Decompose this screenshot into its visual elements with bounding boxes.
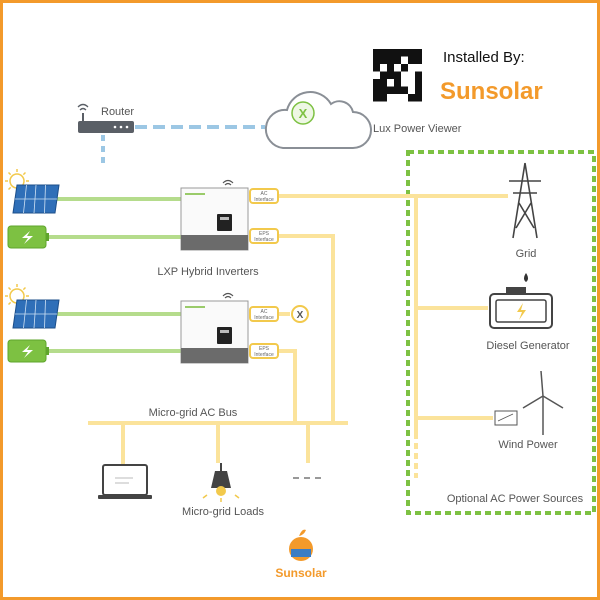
svg-text:Sunsolar: Sunsolar (440, 78, 543, 105)
dc-wiring (48, 197, 181, 353)
inverters-label: LXP Hybrid Inverters (157, 266, 259, 278)
battery-icon (7, 225, 49, 249)
laptop-icon (98, 464, 152, 499)
lux-logo-icon: X (299, 106, 308, 121)
qr-code-icon[interactable] (373, 49, 422, 102)
ac-bus-label: Micro-grid AC Bus (149, 407, 238, 419)
svg-text:Sunsolar: Sunsolar (275, 566, 327, 580)
svg-text:EPS: EPS (259, 346, 270, 352)
svg-text:Interface: Interface (254, 237, 274, 243)
svg-text:X: X (297, 310, 304, 321)
svg-text:AC: AC (261, 309, 268, 315)
svg-text:Interface: Interface (254, 352, 274, 358)
eps-interface-1: EPS Interface (249, 228, 279, 244)
svg-text:AC: AC (261, 191, 268, 197)
inverter-2[interactable] (180, 292, 249, 364)
diagram-canvas: Router X Lux Power Viewer Installed By: … (5, 49, 596, 580)
wind-turbine-icon (494, 370, 564, 435)
router-label: Router (101, 106, 134, 118)
installed-by-label: Installed By: (443, 49, 525, 66)
solar-panel-icon (5, 169, 60, 214)
ac-wiring (88, 194, 508, 478)
eps-interface-2: EPS Interface (249, 343, 279, 359)
svg-text:Interface: Interface (254, 315, 274, 321)
source-label-diesel: Diesel Generator (486, 340, 569, 352)
diesel-generator-icon (489, 273, 553, 329)
ac-interface-2: AC Interface (249, 306, 279, 322)
lamp-icon (202, 463, 240, 502)
loads-label: Micro-grid Loads (182, 506, 264, 518)
battery-icon (7, 339, 49, 363)
optional-sources-box (406, 150, 596, 515)
solar-panel-icon (5, 284, 60, 329)
disconnected-icon: X (291, 305, 309, 323)
sunsolar-logo: Sunsolar (440, 78, 543, 105)
source-label-wind: Wind Power (498, 439, 558, 451)
svg-text:Interface: Interface (254, 197, 274, 203)
grid-tower-icon (509, 162, 541, 239)
sunsolar-footer-logo: Sunsolar (275, 529, 327, 580)
router-icon (77, 103, 134, 133)
svg-text:EPS: EPS (259, 231, 270, 237)
source-label-grid: Grid (516, 248, 537, 260)
ac-interface-1: AC Interface (249, 188, 279, 204)
inverter-1[interactable] (180, 179, 249, 251)
cloud-label: Lux Power Viewer (373, 123, 462, 135)
optional-sources-label: Optional AC Power Sources (447, 493, 584, 505)
cloud-icon[interactable]: X (264, 91, 372, 149)
